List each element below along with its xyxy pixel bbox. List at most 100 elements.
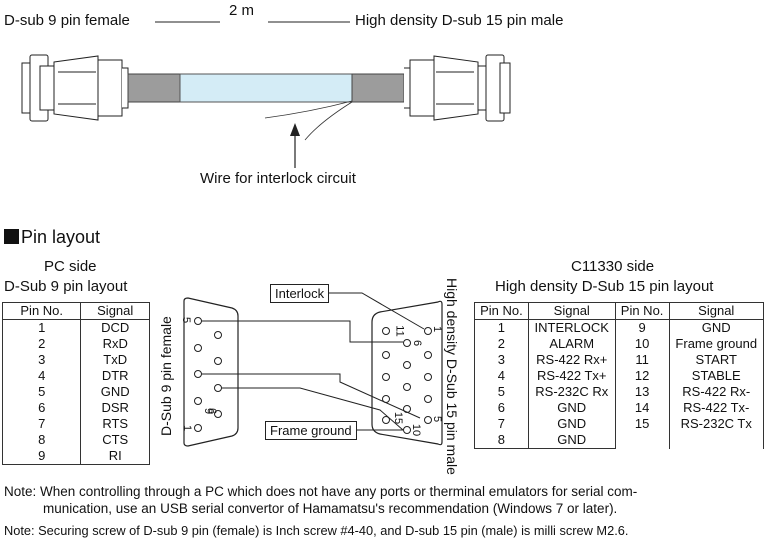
signal-name: DSR (80, 400, 150, 416)
signal-name: RTS (80, 416, 150, 432)
dsub15-vertical-label: High density D-Sub 15 pin male (444, 278, 460, 475)
left-connector-label: D-sub 9 pin female (4, 12, 130, 29)
signal-name: RS-232C Tx (668, 416, 764, 432)
right-connector-label: High density D-sub 15 pin male (355, 12, 564, 29)
interlock-label: Interlock (270, 284, 330, 303)
pin-number: 5 (1, 384, 82, 400)
right-connector-icon (404, 54, 511, 122)
table-header-row: Pin No. Signal Pin No. Signal (474, 302, 764, 320)
signal-name: RI (80, 448, 150, 465)
signal-name: START (668, 352, 764, 368)
pin-number: 9 (1, 448, 82, 465)
pin-number: 6 (1, 400, 82, 416)
pc-side-title: PC side (44, 258, 97, 275)
pc-side-subtitle: D-Sub 9 pin layout (4, 278, 128, 295)
pin-number: 2 (1, 336, 82, 352)
dsub15-pin-label: 10 (410, 423, 423, 437)
wiring-lines (201, 292, 425, 431)
signal-name: RxD (80, 336, 150, 352)
dsub15-pin-label: 15 (392, 411, 405, 425)
pin-number: 1 (474, 319, 529, 336)
note-line: Note: When controlling through a PC whic… (4, 484, 638, 499)
pin-number: 7 (1, 416, 82, 432)
pin-number: 2 (474, 336, 529, 352)
dsub15-pin-label: 5 (431, 415, 444, 423)
pin-number: 6 (474, 400, 529, 416)
dsub9-connector-icon (183, 297, 239, 447)
signal-name: CTS (80, 432, 150, 448)
note-line: Note: Securing screw of D-sub 9 pin (fem… (4, 523, 629, 538)
signal-name: GND (80, 384, 150, 400)
left-connector-icon (21, 54, 129, 122)
pin-number: 4 (1, 368, 82, 384)
signal-name: RS-422 Rx+ (527, 352, 616, 368)
device-side-subtitle: High density D-Sub 15 pin layout (495, 278, 714, 295)
dsub9-pin-label: 1 (181, 424, 194, 432)
signal-name: RS-422 Rx- (668, 384, 764, 400)
device-side-title: C11330 side (571, 258, 655, 275)
column-header: Signal (527, 302, 616, 320)
signal-name: RS-422 Tx- (668, 400, 764, 416)
signal-name: GND (668, 319, 764, 336)
dsub9-pin-label: 5 (180, 316, 193, 324)
note-line: munication, use an USB serial convertor … (43, 501, 618, 516)
column-header: Signal (668, 302, 764, 320)
cable-body (179, 73, 353, 103)
pin-number: 12 (614, 368, 670, 384)
pin-number: 3 (1, 352, 82, 368)
pin-number: 7 (474, 416, 529, 432)
signal-name (668, 432, 764, 449)
dsub15-pin-label: 6 (411, 339, 424, 347)
cable-length-label: 2 m (229, 2, 255, 19)
signal-name: TxD (80, 352, 150, 368)
pin-number: 5 (474, 384, 529, 400)
signal-name: RS-422 Tx+ (527, 368, 616, 384)
signal-name: DTR (80, 368, 150, 384)
frame-ground-label: Frame ground (265, 421, 357, 440)
pin-number: 9 (614, 319, 670, 336)
pin-number: 11 (614, 352, 670, 368)
table-header-row: Pin No. Signal (1, 302, 150, 320)
dsub15-pin-label: 11 (393, 325, 406, 337)
interlock-arrow-icon (290, 123, 300, 168)
signal-name: GND (527, 416, 616, 432)
section-title: Pin layout (21, 227, 101, 247)
signal-name: RS-232C Rx (527, 384, 616, 400)
pin-number: 15 (614, 416, 670, 432)
interlock-wires (264, 100, 353, 141)
signal-name: DCD (80, 319, 150, 336)
signal-name: Frame ground (668, 336, 764, 352)
pin-number: 13 (614, 384, 670, 400)
signal-name: GND (527, 432, 616, 449)
signal-name: ALARM (527, 336, 616, 352)
signal-name: INTERLOCK (527, 319, 616, 336)
interlock-wire-label: Wire for interlock circuit (200, 170, 356, 187)
dsub9-vertical-label: D-Sub 9 pin female (158, 316, 174, 436)
column-header: Pin No. (614, 302, 670, 320)
pin-number: 8 (1, 432, 82, 448)
column-header: Pin No. (1, 302, 82, 320)
pin-number: 10 (614, 336, 670, 352)
cable-sheath-left (127, 73, 181, 103)
dsub9-pin-label: 6 (206, 407, 219, 415)
signal-name: STABLE (668, 368, 764, 384)
pin-number: 4 (474, 368, 529, 384)
column-header: Signal (80, 302, 150, 320)
